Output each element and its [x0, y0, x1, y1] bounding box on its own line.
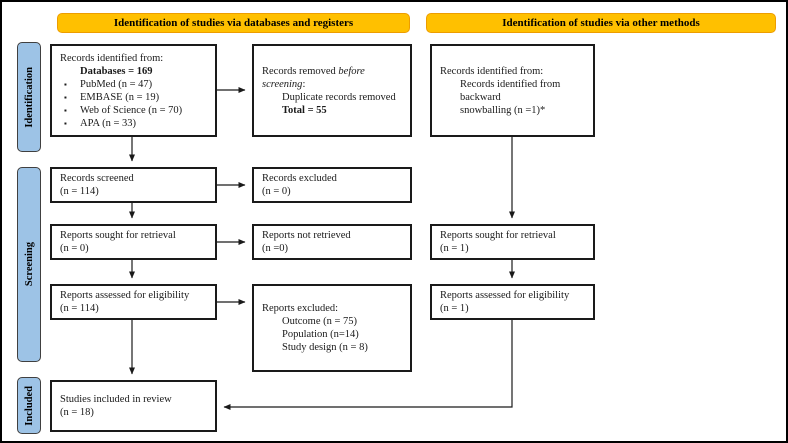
square-bullet-icon: ▪ — [64, 118, 67, 128]
box-records-removed-before-screening: Records removed before screening: Duplic… — [252, 44, 412, 137]
box-count: (n = 1) — [440, 243, 469, 254]
bullet-item: ▪ PubMed (n = 47) — [64, 78, 210, 91]
box-line: Records identified from backward — [460, 78, 561, 103]
box-count: (n = 0) — [60, 243, 89, 254]
box-reports-assessed-databases: Reports assessed for eligibility (n = 11… — [50, 284, 217, 320]
bullet-text: APA (n = 33) — [80, 117, 137, 129]
box-line: Study design (n = 8) — [282, 342, 368, 353]
box-title: Reports excluded: — [262, 303, 339, 314]
box-reports-assessed-other: Reports assessed for eligibility (n = 1) — [430, 284, 595, 320]
title-italic: before screening — [262, 65, 365, 90]
box-records-screened: Records screened (n = 114) — [50, 167, 217, 203]
box-count: (n = 18) — [60, 407, 94, 418]
square-bullet-icon: ▪ — [64, 79, 67, 89]
box-reports-sought-other: Reports sought for retrieval (n = 1) — [430, 224, 595, 260]
stage-included-label: Included — [23, 385, 35, 426]
bullet-text: Web of Science (n = 70) — [80, 104, 183, 116]
stage-screening-label: Screening — [23, 242, 35, 287]
title-suffix: : — [302, 78, 306, 90]
box-line: Population (n=14) — [282, 329, 359, 340]
box-reports-excluded: Reports excluded: Outcome (n = 75) Popul… — [252, 284, 412, 372]
bullet-item: ▪ EMBASE (n = 19) — [64, 91, 210, 104]
box-line: Outcome (n = 75) — [282, 316, 358, 327]
box-records-identified-other: Records identified from: Records identif… — [430, 44, 595, 137]
stage-included: Included — [17, 377, 41, 434]
box-line: Records screened — [60, 173, 134, 184]
box-line: Reports assessed for eligibility — [60, 290, 190, 301]
box-line: Reports sought for retrieval — [60, 230, 176, 241]
box-line: Records excluded — [262, 173, 337, 184]
box-count: (n = 1) — [440, 303, 469, 314]
square-bullet-icon: ▪ — [64, 92, 67, 102]
box-title: Records removed before screening: — [262, 65, 405, 91]
title-prefix: Records removed — [262, 65, 339, 77]
box-total: Total = 55 — [282, 104, 327, 116]
box-title: Records identified from: — [60, 52, 164, 64]
box-title: Records identified from: — [440, 65, 544, 77]
bullet-text: PubMed (n = 47) — [80, 78, 153, 90]
box-line: Studies included in review — [60, 394, 172, 405]
bullet-text: EMBASE (n = 19) — [80, 91, 160, 103]
bullet-item: ▪ Web of Science (n = 70) — [64, 104, 210, 117]
box-reports-not-retrieved: Reports not retrieved (n =0) — [252, 224, 412, 260]
square-bullet-icon: ▪ — [64, 105, 67, 115]
box-records-excluded: Records excluded (n = 0) — [252, 167, 412, 203]
box-records-identified-databases: Records identified from: Databases = 169… — [50, 44, 217, 137]
box-subtitle: Databases = 169 — [80, 65, 153, 77]
box-count: (n =0) — [262, 243, 289, 254]
banner-databases-registers: Identification of studies via databases … — [57, 13, 410, 33]
box-count: (n = 0) — [262, 186, 291, 197]
box-line: Reports sought for retrieval — [440, 230, 556, 241]
stage-screening: Screening — [17, 167, 41, 362]
bullet-item: ▪ APA (n = 33) — [64, 117, 210, 130]
stage-identification-label: Identification — [23, 66, 35, 128]
box-line: Reports not retrieved — [262, 230, 351, 241]
box-count: (n = 114) — [60, 303, 99, 314]
box-line: snowballing (n =1)* — [460, 104, 546, 116]
box-reports-sought-databases: Reports sought for retrieval (n = 0) — [50, 224, 217, 260]
box-line: Duplicate records removed — [282, 91, 396, 103]
stage-identification: Identification — [17, 42, 41, 152]
box-studies-included: Studies included in review (n = 18) — [50, 380, 217, 432]
box-line: Reports assessed for eligibility — [440, 290, 570, 301]
banner-other-methods: Identification of studies via other meth… — [426, 13, 776, 33]
box-count: (n = 114) — [60, 186, 99, 197]
